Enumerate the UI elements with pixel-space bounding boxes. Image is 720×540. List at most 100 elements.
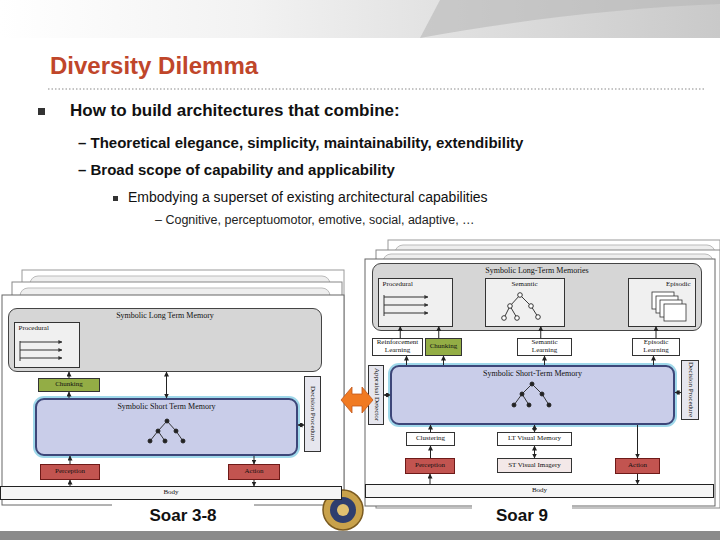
graph-links [514,384,549,405]
episode-page [664,304,686,321]
memory-box: Symbolic Short-Term Memory [390,365,675,425]
node-text: Semantic [510,281,538,289]
node-text: Chunking [54,381,84,389]
procedural-box: Procedural [14,322,80,368]
connector-arrow [544,356,545,365]
memory-box: Symbolic Long Term MemoryProcedural [8,308,322,372]
node-text: Action [627,462,648,470]
decision-box: Decision Procedure [304,376,321,452]
architecture-label: Soar 9 [472,504,572,528]
episode-page [660,300,682,317]
episode-stack [652,292,686,321]
graph-node [512,403,516,407]
node-text: Perception [414,462,446,470]
graph-node [156,429,160,433]
node-text: Body [531,487,548,495]
memory-box: Symbolic Short Term Memory [35,398,298,456]
node-text: Body [162,489,179,497]
node-text: Procedural [382,281,414,289]
connector-arrow [254,480,255,486]
connector-arrow [540,327,541,339]
connector-arrow [406,356,407,365]
connector-arrow [675,392,681,393]
connector-layer [69,327,681,487]
architecture-label: Soar 3-8 [112,504,254,528]
episodic-box: Episodic [628,278,696,327]
architecture-frame [2,295,344,505]
graph-node [174,429,178,433]
node-text: Chunking [429,343,459,351]
node-text: Symbolic Short-Term Memory [482,370,583,379]
node-text: Decision Procedure [308,386,318,441]
connector-arrow [430,425,431,432]
bullet-text: How to build architectures that combine: [70,101,510,121]
connector-arrow [656,327,657,339]
graph-node [518,293,523,298]
seal-center [330,497,356,523]
rule-line [384,305,428,306]
node-text: Reinforcement Learning [373,339,422,354]
node-text: Appraisal Detector [371,368,381,421]
graph-node [529,304,534,309]
rule-line [20,358,62,359]
body-bar: Body [0,486,342,500]
connector-arrow [534,425,535,432]
bullet-text: Embodying a superset of existing archite… [128,189,628,205]
connector-arrow [534,446,535,458]
rule-line [384,313,428,314]
bullet-text: – Cognitive, perceptuomotor, emotive, so… [155,213,635,227]
episode-page [656,296,678,313]
node-text: Symbolic Long-Term Memories [484,267,589,276]
header-swoosh [420,0,720,38]
rule-bar [20,341,21,361]
node-text: LT Visual Memory [507,435,562,443]
io-box: Action [615,458,660,474]
connector-arrow [166,372,167,398]
graph-node [530,382,534,386]
graph-node [520,392,524,396]
io-box: Perception [405,458,455,474]
transition-arrow [341,387,373,413]
io-box: Perception [40,464,100,480]
seal-emblem [337,504,349,516]
semantic-box: Semantic [485,278,565,327]
connector-arrow [637,474,638,484]
bullet-text: – Broad scope of capability and applicab… [78,161,598,178]
connector-arrow [298,425,304,426]
module-box: Clustering [406,432,455,446]
graph-node [540,392,544,396]
graph-node [508,304,513,309]
connector-arrow [653,356,654,365]
memory-box: Symbolic Long-Term MemoriesProcedural Sem… [372,263,702,331]
connector-arrow [400,327,401,339]
rule-icon [20,295,428,361]
connector-arrow [70,456,71,464]
graph-node [547,403,551,407]
node-text: ST Visual Imagery [507,462,562,470]
learning-box: Chunking [38,378,100,392]
rule-bar [384,295,385,316]
connector-arrow [443,356,444,365]
connector-arrow [69,392,70,398]
module-box: LT Visual Memory [497,432,572,446]
procedural-box: Procedural [378,278,453,327]
connector-arrow [438,327,439,339]
connector-arrow [384,395,390,396]
bullet-square [38,108,45,115]
connector-arrow [430,474,431,484]
graph-node [536,315,541,320]
node-text: Procedural [18,325,50,333]
connector-arrow [637,425,638,458]
graph-links [504,295,538,318]
learning-box: Episodic Learning [632,338,680,356]
graph-node [165,419,169,423]
connector-arrow [254,456,255,464]
graph-node [148,439,152,443]
bullet-text: – Theoretical elegance, simplicity, main… [78,134,698,151]
node-text: Perception [54,468,86,476]
graph-icon [148,293,551,443]
learning-box: Chunking [425,338,462,356]
node-text: Episodic Learning [633,339,679,354]
